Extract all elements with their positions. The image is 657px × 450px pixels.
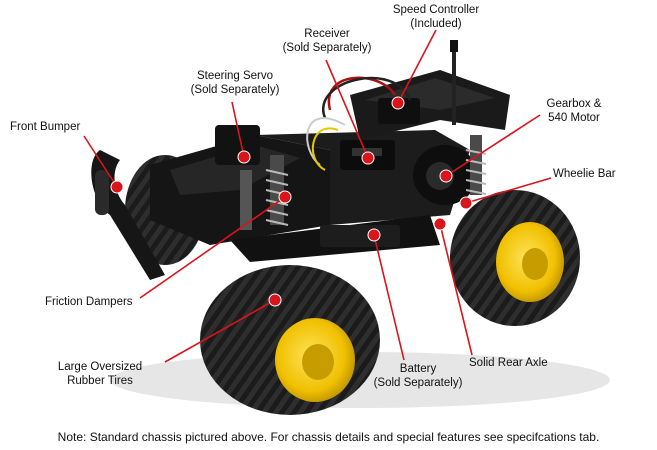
label-line: Large Oversized [57, 361, 143, 373]
label-line: (Sold Separately) [282, 42, 372, 54]
label-wheelie-bar: Wheelie Bar [553, 167, 616, 181]
label-line: (Sold Separately) [190, 84, 280, 96]
label-line: (Included) [410, 18, 462, 30]
label-battery: Battery (Sold Separately) [368, 362, 468, 390]
label-line: Battery [399, 363, 437, 375]
label-line: Gearbox & [546, 98, 602, 110]
label-line: Solid Rear Axle [469, 357, 548, 369]
label-line: 540 Motor [548, 112, 600, 124]
label-line: Friction Dampers [45, 296, 133, 308]
footnote: Note: Standard chassis pictured above. F… [57, 430, 600, 444]
label-receiver: Receiver (Sold Separately) [272, 27, 382, 55]
label-large-tires: Large Oversized Rubber Tires [45, 360, 155, 388]
label-friction-dampers: Friction Dampers [45, 295, 133, 309]
label-line: Rubber Tires [67, 375, 133, 387]
label-solid-rear-axle: Solid Rear Axle [469, 356, 548, 370]
label-line: Wheelie Bar [553, 168, 616, 180]
label-line: Speed Controller [392, 4, 480, 16]
label-speed-controller: Speed Controller (Included) [372, 3, 500, 31]
label-line: Steering Servo [196, 70, 274, 82]
label-front-bumper: Front Bumper [10, 120, 80, 134]
label-gearbox: Gearbox & 540 Motor [534, 97, 614, 125]
front-left-wheel [200, 265, 380, 415]
label-line: Receiver [304, 28, 350, 40]
label-line: (Sold Separately) [373, 377, 463, 389]
rear-right-wheel [450, 190, 580, 326]
label-line: Front Bumper [10, 121, 81, 133]
label-steering-servo: Steering Servo (Sold Separately) [180, 69, 290, 97]
